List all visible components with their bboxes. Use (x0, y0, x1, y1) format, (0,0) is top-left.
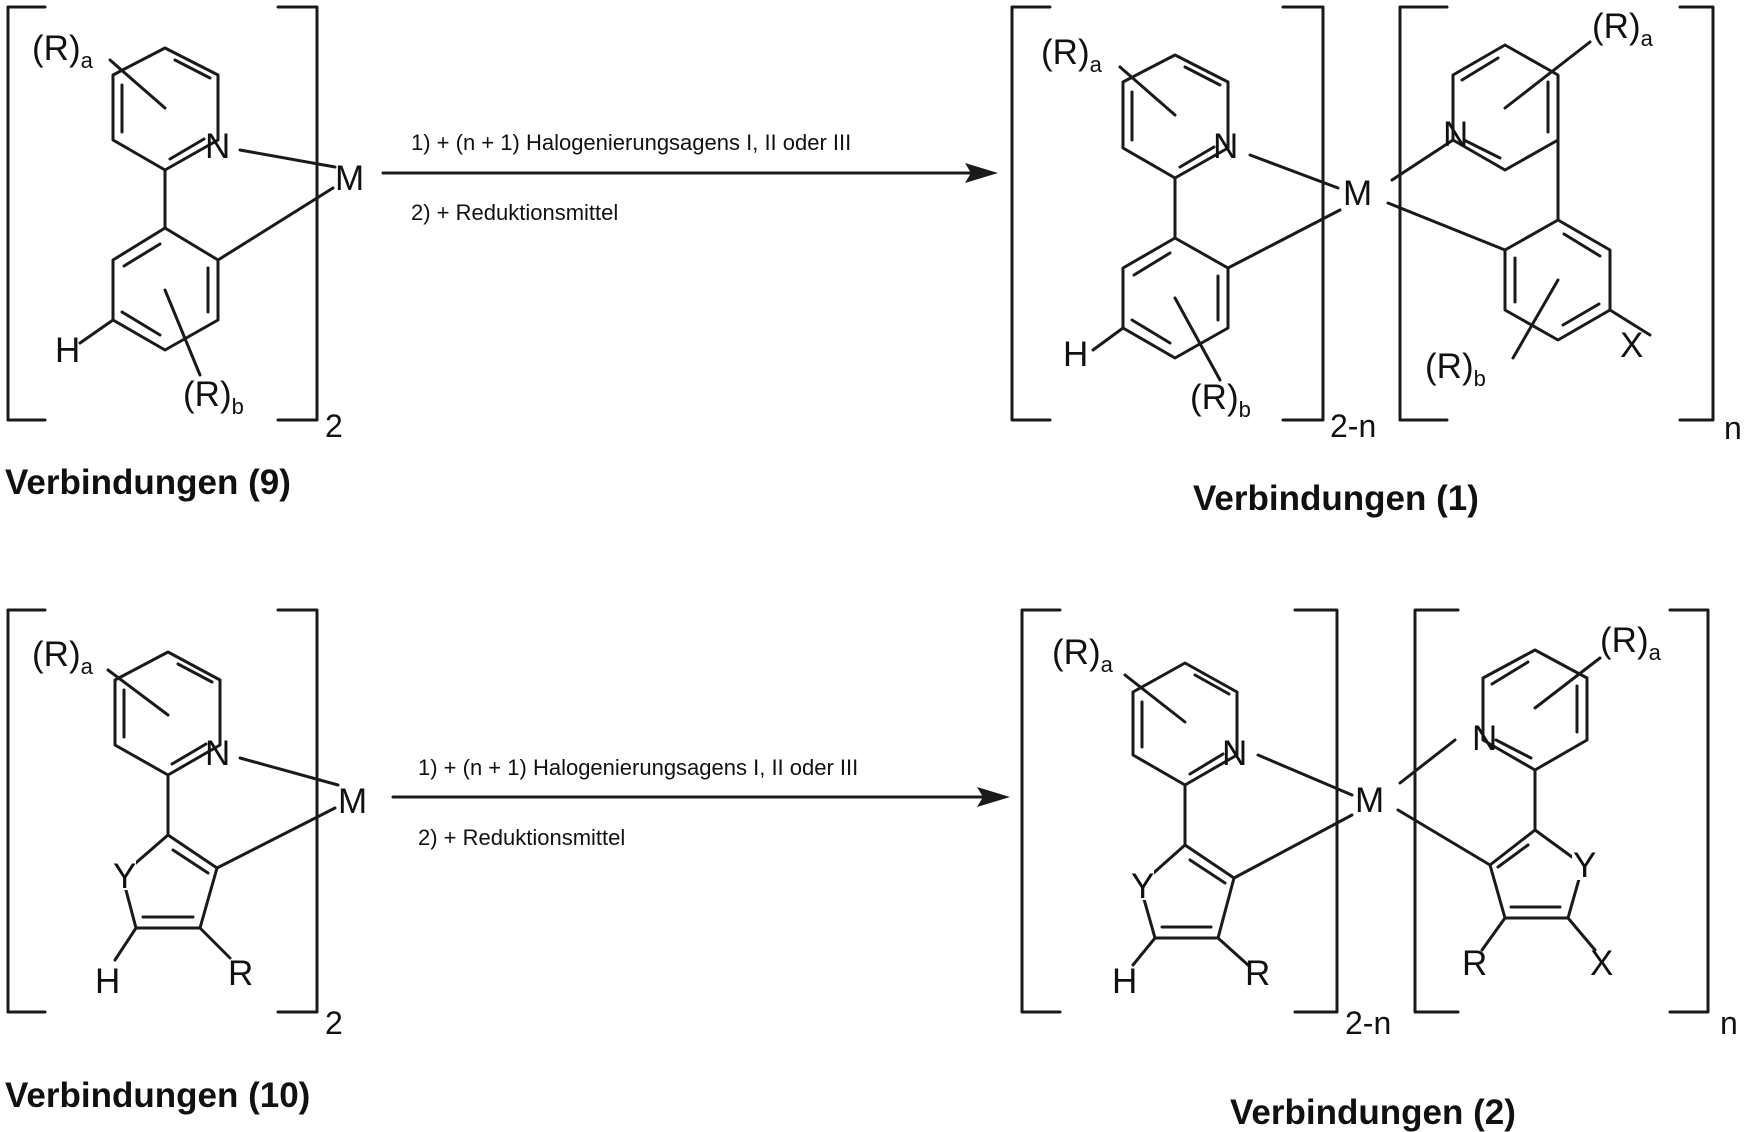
bracket-right (1283, 7, 1323, 420)
condition-step1: 1) + (n + 1) Halogenierungsagens I, II o… (418, 755, 858, 780)
bracket-right (278, 610, 317, 1012)
atom-R: R (228, 954, 253, 993)
compound-label-10: Verbindungen (10) (5, 1076, 310, 1115)
substituent-bond (1175, 298, 1220, 380)
double-bond (122, 312, 160, 335)
double-bond (1134, 253, 1170, 275)
bracket-left (8, 7, 45, 420)
condition-step2: 2) + Reduktionsmittel (411, 200, 618, 225)
double-bond (1190, 860, 1225, 883)
substituent-Rb: (R)b (183, 375, 244, 419)
n-m-bond (1250, 155, 1338, 188)
substituent-Ra: (R)a (1600, 621, 1662, 665)
pyridine-ring (1483, 650, 1587, 770)
double-bond (1564, 234, 1600, 256)
atom-N: N (1213, 127, 1238, 166)
heterocycle-ring (1490, 830, 1583, 918)
multiplier-2: 2 (325, 408, 343, 444)
atom-N: N (1222, 734, 1247, 773)
multiplier-2-n: 2-n (1345, 1005, 1391, 1041)
multiplier-2: 2 (325, 1005, 343, 1041)
atom-X: X (1590, 944, 1613, 983)
substituent-Ra: (R)a (1592, 7, 1654, 51)
bracket-right (1295, 610, 1337, 1012)
n-m-bond (1400, 740, 1455, 783)
c-m-bond (1234, 815, 1352, 878)
reactant-compound-10: N M Y H R (R)a 2 Verbindungen (10) (5, 610, 367, 1115)
reaction-bottom: N M Y H R (R)a 2 Verbindungen (10) 1) + … (5, 610, 1738, 1132)
multiplier-2-n: 2-n (1330, 408, 1376, 444)
atom-N: N (1443, 115, 1468, 154)
c-m-bond (1388, 203, 1505, 250)
atom-H: H (95, 962, 120, 1001)
reaction-arrow-bottom: 1) + (n + 1) Halogenierungsagens I, II o… (393, 755, 1010, 850)
condition-step1: 1) + (n + 1) Halogenierungsagens I, II o… (411, 130, 851, 155)
atom-N: N (205, 734, 230, 773)
h-bond (80, 320, 113, 343)
double-bond (124, 244, 160, 266)
h-bond (1093, 328, 1123, 350)
atom-N: N (1472, 719, 1497, 758)
substituent-Ra: (R)a (1052, 633, 1114, 677)
product-compound-2: N M N Y Y H R R X (R)a (R)a 2-n n Verbin… (1022, 610, 1738, 1132)
h-bond (115, 928, 136, 960)
double-bond (173, 850, 208, 873)
substituent-bond (108, 670, 168, 715)
atom-M: M (338, 782, 367, 821)
reaction-top: N M H (R)a (R)b 2 Verbindungen (9) 1) + … (5, 7, 1742, 518)
compound-label-1: Verbindungen (1) (1193, 479, 1479, 518)
atom-X: X (1620, 326, 1643, 365)
atom-Y: Y (1573, 846, 1596, 885)
product-compound-1: N M N H X (R)a (R)b (R)a (R)b 2-n n Verb… (1012, 7, 1742, 518)
r-bond (200, 928, 230, 958)
atom-R: R (1245, 954, 1270, 993)
h-bond (1133, 938, 1155, 965)
n-m-bond (240, 758, 338, 785)
reactant-compound-9: N M H (R)a (R)b 2 Verbindungen (9) (5, 7, 364, 502)
bracket-left (1415, 610, 1458, 1012)
multiplier-n: n (1720, 1005, 1738, 1041)
atom-M: M (335, 159, 364, 198)
substituent-bond (1535, 658, 1600, 708)
substituent-bond (110, 60, 165, 108)
bracket-right (1680, 7, 1713, 420)
n-m-bond (240, 150, 335, 167)
r-bond (1218, 938, 1248, 965)
condition-step2: 2) + Reduktionsmittel (418, 825, 625, 850)
double-bond (1462, 58, 1498, 80)
substituent-Ra: (R)a (1041, 33, 1103, 77)
c-m-bond (1398, 810, 1490, 865)
atom-Y: Y (1131, 867, 1154, 906)
double-bond (1132, 320, 1170, 343)
bracket-right (278, 7, 317, 420)
reaction-arrow-top: 1) + (n + 1) Halogenierungsagens I, II o… (383, 130, 998, 225)
substituent-bond (1120, 67, 1175, 115)
bracket-right (1670, 610, 1708, 1012)
double-bond (172, 744, 206, 764)
atom-M: M (1343, 174, 1372, 213)
double-bond (1492, 662, 1528, 684)
atom-M: M (1355, 781, 1384, 820)
substituent-Ra: (R)a (32, 635, 94, 679)
compound-label-2: Verbindungen (2) (1230, 1093, 1516, 1132)
atom-H: H (1112, 962, 1137, 1001)
atom-R: R (1462, 944, 1487, 983)
atom-H: H (55, 331, 80, 370)
double-bond (1563, 304, 1599, 325)
multiplier-n: n (1724, 410, 1742, 446)
substituent-Rb: (R)b (1425, 347, 1486, 391)
substituent-Rb: (R)b (1190, 378, 1251, 422)
atom-H: H (1063, 335, 1088, 374)
substituent-Ra: (R)a (32, 29, 94, 73)
atom-N: N (205, 127, 230, 166)
atom-Y: Y (113, 857, 136, 896)
compound-label-9: Verbindungen (9) (5, 463, 291, 502)
